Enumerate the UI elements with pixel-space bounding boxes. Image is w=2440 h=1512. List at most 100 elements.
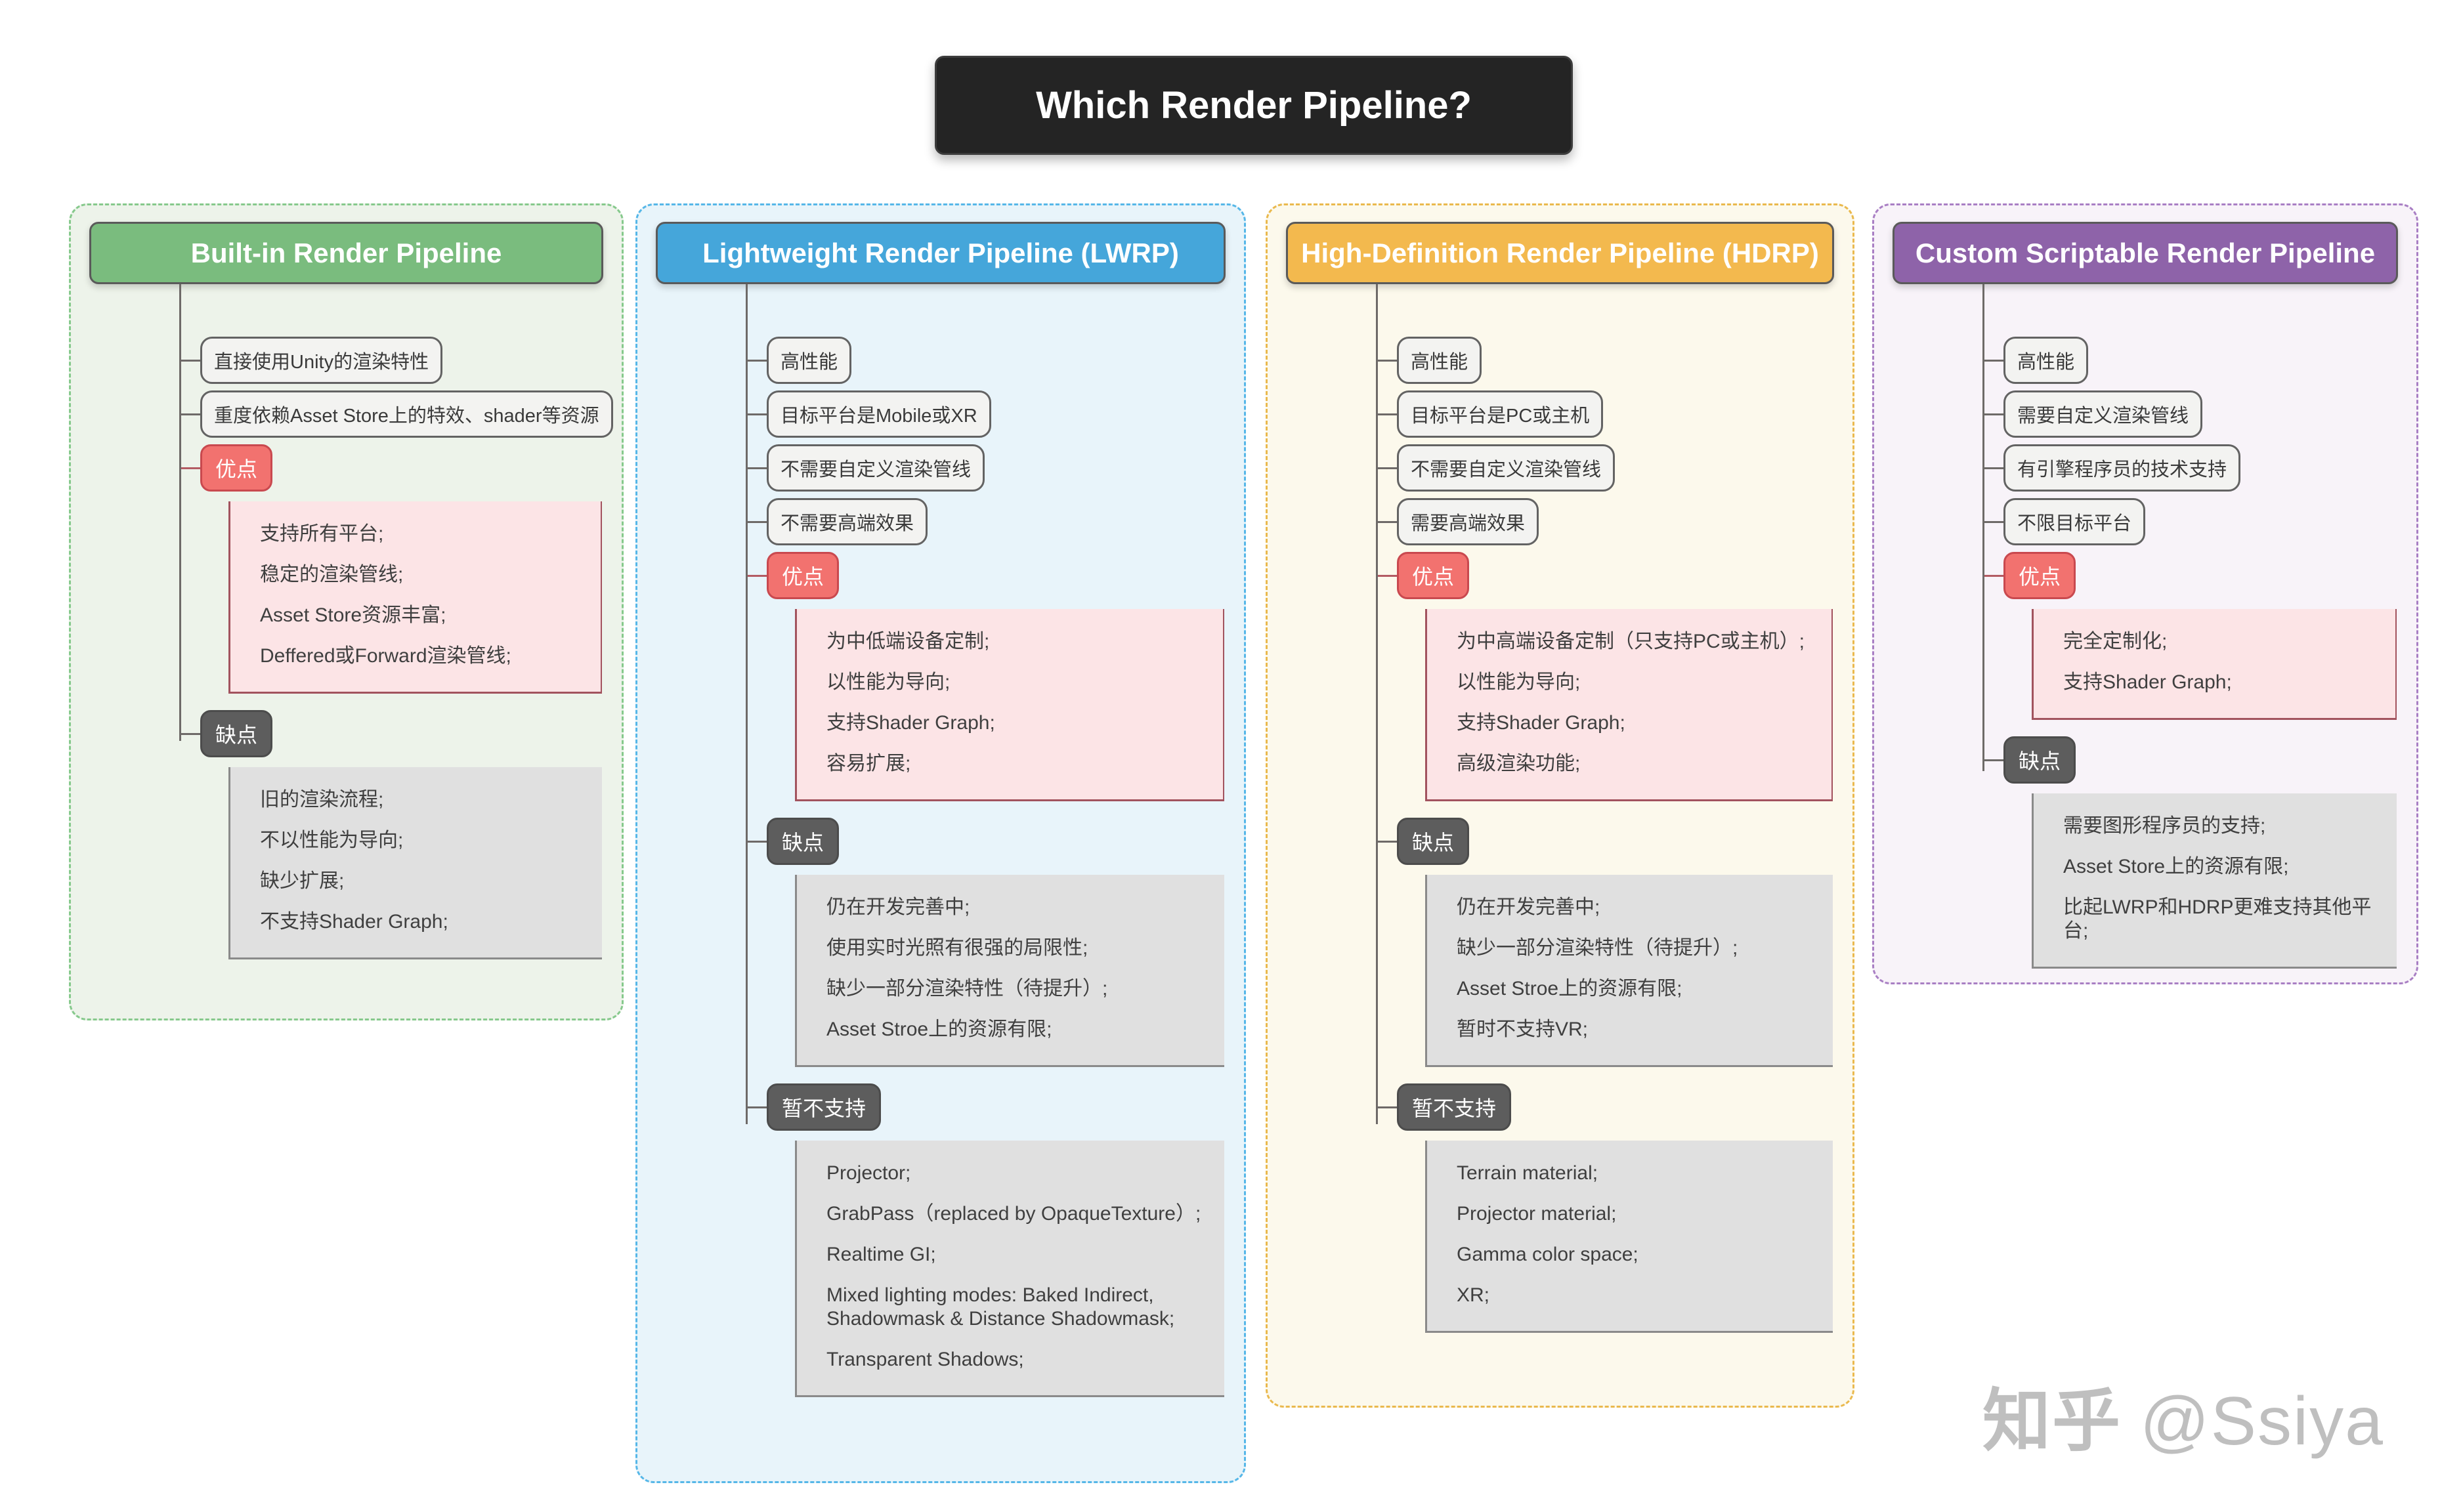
detail-line: 不支持Shader Graph; [260,911,448,933]
column-header: Custom Scriptable Render Pipeline [1893,222,2398,284]
cons-badge: 缺点 [767,818,840,865]
cons-branch: 旧的渲染流程; 不以性能为导向; 缺少扩展; 不支持Shader Graph; [228,767,602,959]
pipeline-column-custom-srp: Custom Scriptable Render Pipeline 高性能需要自… [1872,203,2418,984]
connector-stub [1982,359,2003,362]
connector-stub [179,359,200,362]
feature-node: 有引擎程序员的技术支持 [2003,444,2241,492]
detail-line: Realtime GI; [826,1244,936,1265]
detail-line: 使用实时光照有很强的局限性; [826,937,1088,959]
connector-stub [746,467,767,469]
pros-details: 支持所有平台; 稳定的渲染管线; Asset Store资源丰富; Deffered或… [230,501,602,694]
detail-line: 缺少一部分渲染特性（待提升）; [826,978,1108,999]
pros-branch: 完全定制化;支持Shader Graph; [2032,609,2397,720]
detail-line: 仍在开发完善中; [1457,896,1600,918]
connector-stub [746,520,767,523]
feature-node: 目标平台是PC或主机 [1397,390,1604,438]
detail-line: Terrain material; [1457,1162,1598,1184]
pros-badge: 优点 [767,552,840,599]
watermark: 知乎@Ssiya [1982,1365,2384,1464]
cons-details: 仍在开发完善中; 使用实时光照有很强的局限性; 缺少一部分渲染特性（待提升）; Ass… [797,875,1224,1067]
cons-details: 仍在开发完善中;缺少一部分渲染特性（待提升）;Asset Stroe上的资源有限… [1427,875,1833,1067]
detail-line: Transparent Shadows; [826,1349,1024,1370]
connector-stub [746,413,767,415]
cons-badge: 缺点 [200,710,273,757]
connector-stub [746,840,767,843]
cons-branch: 需要图形程序员的支持;Asset Store上的资源有限;比起LWRP和HDRP… [2032,793,2397,969]
feature-node: 需要高端效果 [1397,498,1539,545]
detail-line: Deffered或Forward渲染管线; [260,645,511,667]
unsupported-badge: 暂不支持 [1397,1083,1512,1131]
feature-node: 不需要自定义渲染管线 [1397,444,1616,492]
unsupported-branch: Projector;GrabPass（replaced by OpaqueTex… [795,1141,1224,1397]
feature-node: 需要自定义渲染管线 [2003,390,2203,438]
detail-line: 容易扩展; [826,753,911,774]
pros-branch: 为中低端设备定制;以性能为导向;支持Shader Graph;容易扩展; [795,609,1224,801]
column-header: High-Definition Render Pipeline (HDRP) [1286,222,1834,284]
unsupported-details: Projector;GrabPass（replaced by OpaqueTex… [797,1141,1224,1397]
pros-details: 为中高端设备定制（只支持PC或主机）;以性能为导向;支持Shader Graph… [1427,609,1833,801]
detail-line: 缺少一部分渲染特性（待提升）; [1457,937,1738,959]
trunk-line [1376,284,1378,1124]
column-tree: 高性能需要自定义渲染管线有引擎程序员的技术支持不限目标平台优点完全定制化;支持S… [1874,284,2416,969]
cons-details: 需要图形程序员的支持;Asset Store上的资源有限;比起LWRP和HDRP… [2034,793,2397,969]
connector-stub [1982,759,2003,761]
connector-stub [1982,467,2003,469]
pros-badge: 优点 [1397,552,1470,599]
connector-stub [1376,574,1397,577]
connector-stub [1982,520,2003,523]
pros-badge: 优点 [2003,552,2076,599]
watermark-handle: @Ssiya [2140,1383,2384,1460]
detail-line: Asset Store资源丰富; [260,604,446,626]
detail-line: 需要图形程序员的支持; [2063,815,2266,837]
cons-badge: 缺点 [2003,736,2076,784]
detail-line: 缺少扩展; [260,870,345,892]
connector-stub [1982,574,2003,577]
trunk-line [746,284,748,1124]
detail-line: 稳定的渲染管线; [260,564,404,585]
column-tree: 直接使用Unity的渲染特性重度依赖Asset Store上的特效、shader… [71,284,622,959]
detail-line: 不以性能为导向; [260,830,404,851]
connector-stub [1376,1106,1397,1108]
connector-stub [746,1106,767,1108]
trunk-line [1982,284,1984,771]
unsupported-badge: 暂不支持 [767,1083,882,1131]
pipeline-column-builtin: Built-in Render Pipeline 直接使用Unity的渲染特性重… [69,203,624,1020]
pros-branch: 为中高端设备定制（只支持PC或主机）;以性能为导向;支持Shader Graph… [1425,609,1833,801]
connector-stub [1376,467,1397,469]
connector-stub [179,732,200,735]
column-header: Built-in Render Pipeline [89,222,603,284]
detail-line: 旧的渲染流程; [260,789,384,810]
detail-line: Asset Stroe上的资源有限; [826,1018,1052,1040]
pros-details: 为中低端设备定制;以性能为导向;支持Shader Graph;容易扩展; [797,609,1224,801]
unsupported-details: Terrain material;Projector material;Gamm… [1427,1141,1833,1333]
detail-line: 支持所有平台; [260,523,384,545]
connector-stub [1376,413,1397,415]
connector-stub [746,359,767,362]
pipeline-column-hdrp: High-Definition Render Pipeline (HDRP) 高… [1266,203,1854,1408]
feature-node: 高性能 [767,337,852,384]
detail-line: 仍在开发完善中; [826,896,970,918]
cons-branch: 仍在开发完善中; 使用实时光照有很强的局限性; 缺少一部分渲染特性（待提升）; Ass… [795,875,1224,1067]
watermark-site: 知乎 [1982,1383,2122,1460]
trunk-line [179,284,181,741]
feature-node: 直接使用Unity的渲染特性 [200,337,443,384]
feature-node: 不需要自定义渲染管线 [767,444,985,492]
feature-node: 重度依赖Asset Store上的特效、shader等资源 [200,390,613,438]
detail-line: Asset Store上的资源有限; [2063,856,2289,877]
detail-line: 为中低端设备定制; [826,631,990,652]
pipeline-column-lwrp: Lightweight Render Pipeline (LWRP) 高性能目标… [635,203,1246,1483]
detail-line: 暂时不支持VR; [1457,1018,1589,1040]
detail-line: 以性能为导向; [1457,671,1581,693]
detail-line: Gamma color space; [1457,1244,1638,1265]
detail-line: 支持Shader Graph; [2063,671,2232,693]
connector-stub [179,413,200,415]
detail-line: GrabPass（replaced by OpaqueTexture）; [826,1203,1201,1225]
pros-branch: 支持所有平台; 稳定的渲染管线; Asset Store资源丰富; Deffered或… [228,501,602,694]
cons-branch: 仍在开发完善中;缺少一部分渲染特性（待提升）;Asset Stroe上的资源有限… [1425,875,1833,1067]
pros-details: 完全定制化;支持Shader Graph; [2034,609,2397,720]
detail-line: 支持Shader Graph; [1457,712,1625,734]
detail-line: XR; [1457,1284,1490,1306]
cons-badge: 缺点 [1397,818,1470,865]
